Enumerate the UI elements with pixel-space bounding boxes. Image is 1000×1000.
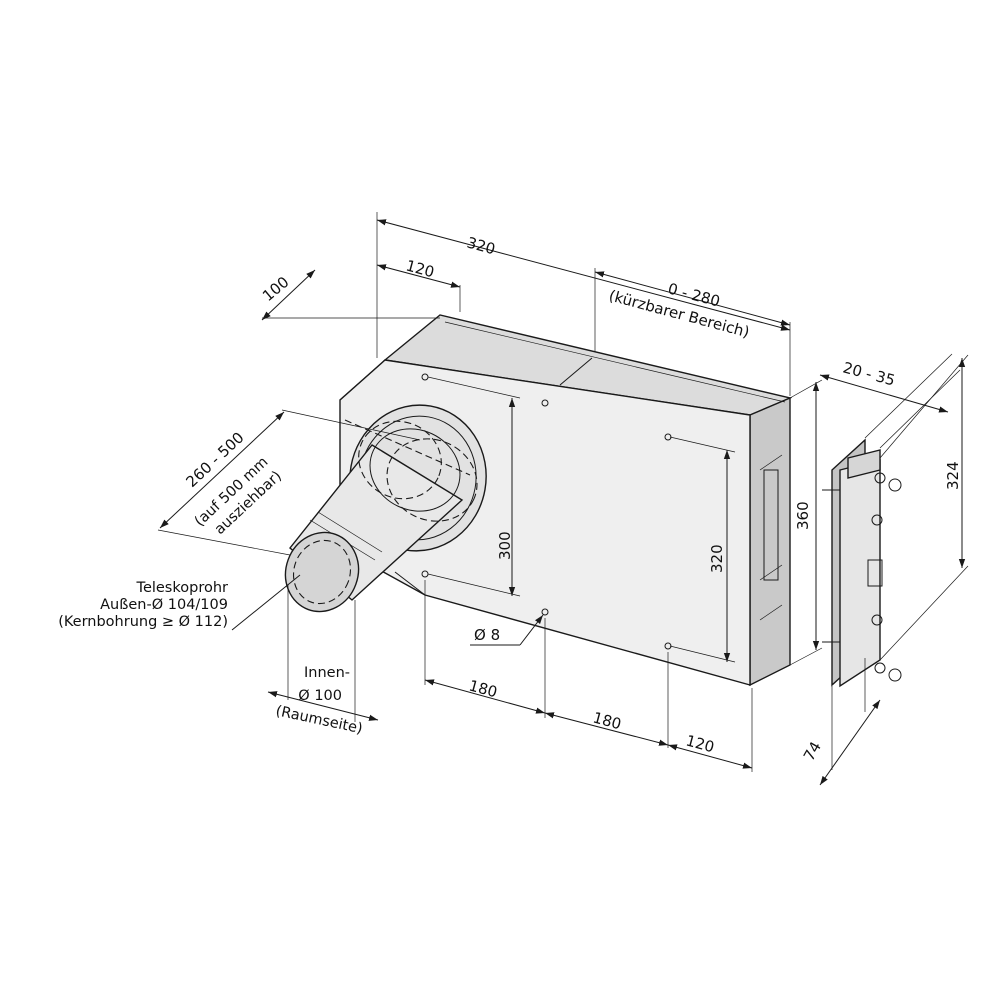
dim-width-120: 120 xyxy=(404,256,436,281)
dim-plate-depth: 74 xyxy=(800,738,825,764)
dim-height-360: 360 xyxy=(794,501,812,530)
dim-plate-height: 324 xyxy=(944,461,962,490)
screw-icon xyxy=(874,662,886,674)
dim-holes-300: 300 xyxy=(496,531,514,560)
dim-hole-diameter: Ø 8 xyxy=(474,626,500,644)
inner-label-3: (Raumseite) xyxy=(274,703,364,737)
dim-depth-100: 100 xyxy=(259,273,293,305)
screw-icon xyxy=(888,668,902,682)
dimension-lines xyxy=(157,212,969,786)
tube-end xyxy=(284,531,360,613)
mounting-hole xyxy=(541,399,549,407)
dim-plate-thickness: 20 - 35 xyxy=(841,358,897,389)
housing-seam xyxy=(559,357,593,386)
housing-side-face xyxy=(749,396,791,687)
side-cutout xyxy=(763,469,779,581)
wall-plate xyxy=(822,438,902,688)
mounting-hole xyxy=(541,608,549,616)
dim-bottom-180-a: 180 xyxy=(467,676,499,701)
tube-label-3: (Kernbohrung ≥ Ø 112) xyxy=(58,614,228,630)
inner-label-1: Innen- xyxy=(304,665,350,681)
telescopic-tube xyxy=(284,404,487,613)
tube-label-2: Außen-Ø 104/109 xyxy=(100,597,228,613)
screw-icon xyxy=(874,472,886,484)
dim-bottom-120: 120 xyxy=(684,731,716,756)
dim-width-320: 320 xyxy=(465,233,497,258)
screw-icon xyxy=(888,478,902,492)
dim-bottom-180-b: 180 xyxy=(591,708,623,733)
dim-holes-320: 320 xyxy=(708,544,726,573)
tube-label-1: Teleskoprohr xyxy=(136,580,228,596)
inner-label-2: Ø 100 xyxy=(298,688,342,704)
